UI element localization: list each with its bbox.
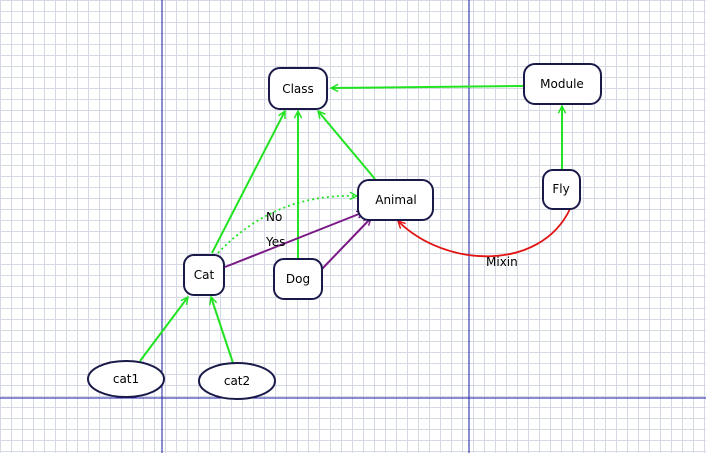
edge-labels: No Yes Mixin	[265, 210, 518, 269]
node-cat1[interactable]: cat1	[87, 360, 165, 398]
edge-cat-animal-yes[interactable]	[224, 212, 364, 268]
node-label-dog: Dog	[286, 272, 310, 286]
edge-cat2-cat[interactable]	[211, 297, 234, 364]
edge-fly-animal-mixin[interactable]	[398, 208, 571, 258]
edge-cat1-cat[interactable]	[139, 297, 188, 362]
node-label-fly: Fly	[552, 182, 569, 196]
node-animal[interactable]: Animal	[357, 179, 434, 221]
edge-module-class[interactable]	[331, 86, 524, 88]
node-fly[interactable]: Fly	[542, 169, 581, 210]
nodes: Class Module Animal Fly Cat Dog	[87, 63, 602, 400]
node-label-cat2: cat2	[224, 374, 250, 388]
node-label-animal: Animal	[375, 193, 417, 207]
node-label-class: Class	[282, 82, 314, 96]
node-class[interactable]: Class	[268, 67, 328, 110]
edge-cat-class[interactable]	[211, 111, 286, 254]
node-cat[interactable]: Cat	[183, 254, 225, 296]
node-label-cat: Cat	[194, 268, 215, 282]
edge-animal-class[interactable]	[318, 111, 376, 180]
edge-cat-animal-no[interactable]	[217, 196, 357, 254]
node-cat2[interactable]: cat2	[198, 362, 276, 400]
node-label-module: Module	[540, 77, 584, 91]
node-label-cat1: cat1	[113, 372, 139, 386]
edge-label-yes: Yes	[265, 235, 285, 249]
node-module[interactable]: Module	[523, 63, 602, 105]
edges	[139, 86, 571, 364]
node-dog[interactable]: Dog	[273, 258, 323, 300]
edge-label-no: No	[266, 210, 282, 224]
edge-dog-animal[interactable]	[320, 218, 371, 271]
edge-label-mixin: Mixin	[486, 255, 518, 269]
